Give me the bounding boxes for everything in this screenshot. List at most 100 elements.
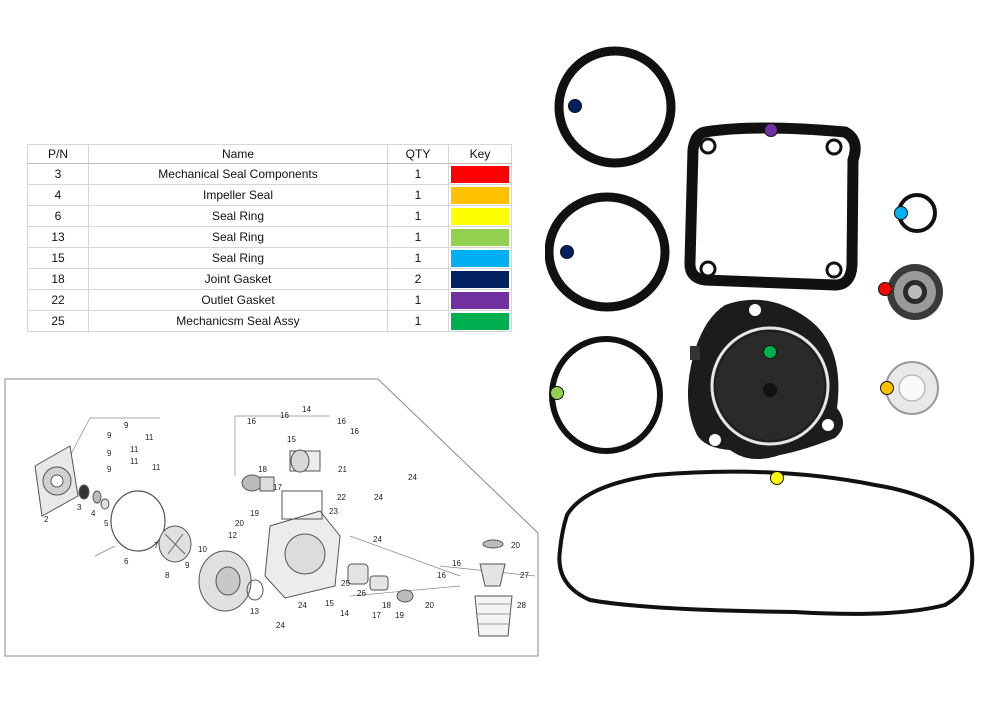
seal-parts-drawing: [78, 484, 166, 552]
cell-pn: 4: [27, 184, 89, 206]
end-cover-drawing: [34, 445, 79, 517]
cell-qty: 1: [387, 184, 449, 206]
key-color-swatch: [451, 186, 509, 204]
callout-label: 14: [302, 405, 311, 414]
callout-label: 19: [250, 509, 259, 518]
callout-label: 13: [250, 607, 259, 616]
key-color-swatch: [451, 270, 509, 288]
callout-label: 18: [258, 465, 267, 474]
color-marker-dot: [770, 471, 784, 485]
callout-label: 24: [373, 535, 382, 544]
seal-ring-top: [554, 46, 676, 168]
mechanical-seal-components: [887, 264, 943, 320]
impeller-drawing: [158, 525, 264, 612]
color-marker-dot: [550, 386, 564, 400]
callout-label: 20: [511, 541, 520, 550]
color-marker-dot: [763, 345, 777, 359]
callout-label: 21: [338, 465, 347, 474]
callout-label: 16: [337, 417, 346, 426]
callout-label: 24: [408, 473, 417, 482]
callout-label: 16: [452, 559, 461, 568]
table-header-row: P/N Name QTY Key: [27, 144, 512, 164]
key-color-swatch: [451, 165, 509, 183]
color-marker-dot: [878, 282, 892, 296]
cell-key: [448, 163, 512, 185]
callout-label: 27: [520, 571, 529, 580]
key-color-swatch: [451, 249, 509, 267]
callout-label: 25: [341, 579, 350, 588]
callout-label: 24: [298, 601, 307, 610]
header-key: Key: [448, 144, 512, 164]
callout-label: 11: [145, 433, 154, 442]
callout-label: 9: [185, 561, 190, 570]
cell-pn: 6: [27, 205, 89, 227]
color-marker-dot: [764, 123, 778, 137]
callout-label: 17: [372, 611, 381, 620]
callout-label: 11: [130, 445, 139, 454]
large-seal-ring: [557, 469, 975, 616]
callout-label: 8: [165, 571, 170, 580]
cell-key: [448, 205, 512, 227]
callout-label: 4: [91, 509, 96, 518]
key-color-swatch: [451, 291, 509, 309]
cell-key: [448, 247, 512, 269]
callout-label: 7: [154, 541, 159, 550]
header-qty: QTY: [387, 144, 449, 164]
color-marker-dot: [568, 99, 582, 113]
cell-pn: 18: [27, 268, 89, 290]
callout-label: 14: [340, 609, 349, 618]
cell-name: Outlet Gasket: [88, 289, 388, 311]
cell-name: Mechanical Seal Components: [88, 163, 388, 185]
cell-pn: 15: [27, 247, 89, 269]
cell-qty: 1: [387, 310, 449, 332]
callout-label: 9: [107, 449, 112, 458]
color-marker-dot: [560, 245, 574, 259]
impeller-seal: [885, 361, 939, 415]
cell-name: Seal Ring: [88, 226, 388, 248]
callout-label: 11: [130, 457, 139, 466]
outlet-gasket: [684, 122, 861, 291]
color-marker-dot: [880, 381, 894, 395]
cell-qty: 1: [387, 247, 449, 269]
cell-pn: 22: [27, 289, 89, 311]
outlet-parts-drawing: [347, 539, 513, 637]
callout-label: 26: [357, 589, 366, 598]
callout-label: 9: [107, 465, 112, 474]
callout-label: 10: [198, 545, 207, 554]
callout-label: 20: [235, 519, 244, 528]
cell-qty: 1: [387, 289, 449, 311]
cell-name: Joint Gasket: [88, 268, 388, 290]
callout-label: 24: [374, 493, 383, 502]
cell-name: Seal Ring: [88, 205, 388, 227]
pump-housing-drawing: [241, 449, 341, 599]
cell-name: Mechanicsm Seal Assy: [88, 310, 388, 332]
key-color-swatch: [451, 207, 509, 225]
cell-key: [448, 310, 512, 332]
cell-key: [448, 184, 512, 206]
color-key-markers: [550, 99, 908, 485]
cell-name: Impeller Seal: [88, 184, 388, 206]
cell-key: [448, 268, 512, 290]
callout-label: 6: [124, 557, 129, 566]
cell-key: [448, 289, 512, 311]
callout-label: 17: [273, 483, 282, 492]
callout-label: 5: [104, 519, 109, 528]
key-color-swatch: [451, 228, 509, 246]
callout-label: 3: [77, 503, 82, 512]
color-marker-dot: [894, 206, 908, 220]
seal-kit-photo: [545, 46, 975, 616]
callout-label: 15: [325, 599, 334, 608]
callout-label: 23: [329, 507, 338, 516]
cell-name: Seal Ring: [88, 247, 388, 269]
cell-pn: 3: [27, 163, 89, 185]
callout-label: 16: [280, 411, 289, 420]
